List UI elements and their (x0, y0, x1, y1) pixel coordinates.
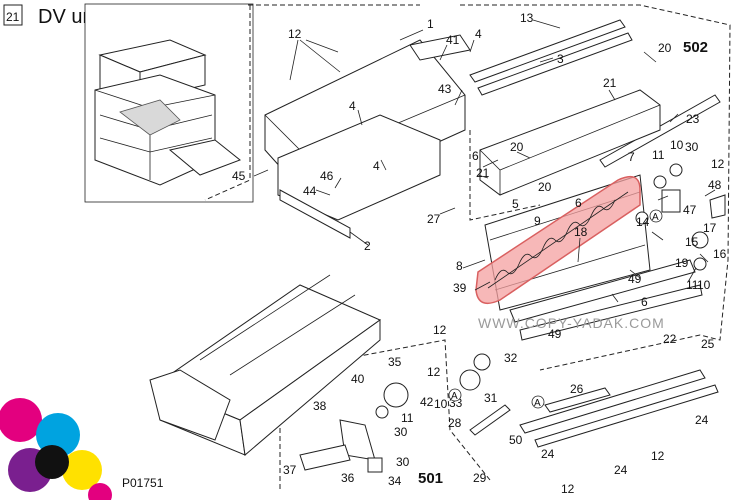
watermark: WWW.COPY-YADAK.COM (478, 315, 665, 331)
callout: 30 (394, 425, 408, 439)
callout: 29 (473, 471, 487, 485)
callout: 12 (561, 482, 575, 496)
callout: 4 (373, 159, 380, 173)
callout: 15 (685, 235, 699, 249)
callout: 24 (541, 447, 555, 461)
upper-frame-assembly (264, 34, 471, 239)
callout: 11 (686, 278, 699, 292)
callout: 35 (388, 355, 402, 369)
callout: 6 (472, 149, 479, 163)
callout: 39 (453, 281, 467, 295)
highlighted-auger (475, 175, 641, 305)
callout: 12 (427, 365, 441, 379)
callout: 43 (438, 82, 452, 96)
leader-lines (253, 19, 716, 303)
callout: 5 (512, 197, 519, 211)
group-label-502: 502 (683, 39, 708, 56)
callout: 11 (401, 411, 414, 425)
callout: 30 (685, 140, 699, 154)
callout: 19 (675, 256, 689, 270)
callout: 24 (695, 413, 709, 427)
callout: 20 (510, 140, 524, 154)
callout: 37 (283, 463, 297, 477)
callout: 34 (388, 474, 402, 488)
callouts: 1 2 3 4 4 4 5 6 6 6 7 8 9 10 10 10 11 11… (232, 11, 727, 496)
callout: 12 (711, 157, 725, 171)
callout: 48 (708, 178, 722, 192)
callout: 21 (603, 76, 617, 90)
callout: 22 (663, 332, 677, 346)
callout: 26 (570, 382, 584, 396)
callout: 45 (232, 169, 246, 183)
callout: 23 (686, 112, 700, 126)
callout: 20 (658, 41, 672, 55)
callout: 12 (651, 449, 665, 463)
callout: 14 (636, 215, 650, 229)
callout: 49 (548, 327, 562, 341)
marker-a: A (451, 391, 458, 402)
callout: 31 (484, 391, 498, 405)
callout: 42 (420, 395, 434, 409)
marker-a: A (534, 398, 541, 409)
callout: 24 (614, 463, 628, 477)
callout: 6 (641, 295, 648, 309)
callout: 11 (652, 148, 665, 162)
callout: 18 (574, 225, 588, 239)
callout: 44 (303, 184, 317, 198)
lower-drive-parts (299, 353, 511, 473)
rails (469, 19, 721, 168)
callout: 21 (476, 166, 490, 180)
section-index-box (3, 4, 23, 26)
callout: 30 (396, 455, 410, 469)
callout: 10 (434, 397, 448, 411)
callout: 32 (504, 351, 518, 365)
callout: 16 (713, 247, 727, 261)
group-label-501: 501 (418, 470, 443, 487)
callout: 36 (341, 471, 355, 485)
callout: 46 (320, 169, 334, 183)
marker-a: A (652, 212, 659, 223)
callout: 17 (703, 221, 717, 235)
color-wheel-logo (0, 398, 112, 500)
callout: 3 (557, 52, 564, 66)
callout: 10 (670, 138, 684, 152)
copier-overview (84, 3, 254, 203)
callout: 2 (364, 239, 371, 253)
figure-code: P01751 (122, 476, 164, 490)
callout: 10 (697, 278, 711, 292)
callout: 27 (427, 212, 441, 226)
callout: 50 (509, 433, 523, 447)
callout: 13 (520, 11, 534, 25)
callout: 6 (575, 196, 582, 210)
callout: 9 (534, 214, 541, 228)
group-502-outline (204, 4, 731, 371)
callout: 7 (628, 150, 635, 164)
callout: 4 (349, 99, 356, 113)
right-gears (635, 163, 726, 271)
callout: 1 (427, 17, 434, 31)
callout: 8 (456, 259, 463, 273)
callout: 40 (351, 372, 365, 386)
toner-cartridge (149, 274, 382, 456)
callout: 12 (288, 27, 302, 41)
callout: 47 (683, 203, 697, 217)
callout: 49 (628, 272, 642, 286)
callout: 41 (446, 33, 460, 47)
section-index: 21 (6, 10, 20, 24)
callout: 12 (433, 323, 447, 337)
callout: 4 (475, 27, 482, 41)
lower-blade (519, 369, 719, 448)
callout: 20 (538, 180, 552, 194)
callout: 28 (448, 416, 462, 430)
connection-markers: A A A (448, 209, 663, 409)
callout: 25 (701, 337, 715, 351)
callout: 38 (313, 399, 327, 413)
